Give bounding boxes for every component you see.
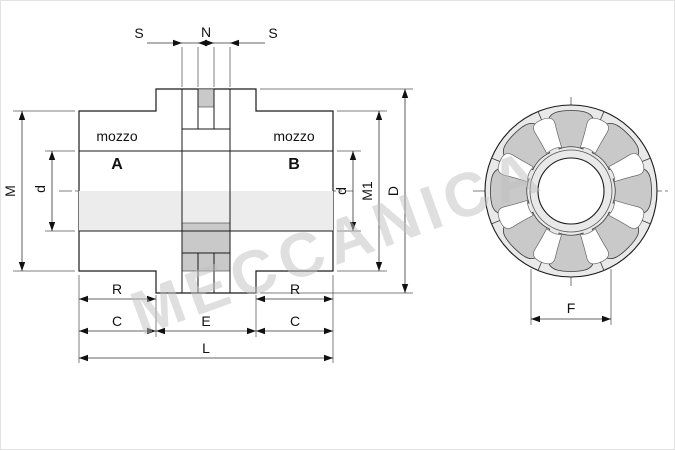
dim-label-m1: M1 [359, 181, 375, 201]
dim-label-c-left: C [112, 313, 122, 329]
dim-label-e: E [201, 313, 210, 329]
hub-b-label: mozzo [273, 128, 314, 144]
dim-label-f: F [567, 300, 576, 316]
side-view: mozzo A mozzo B S N S M d [2, 24, 413, 363]
dim-label-l: L [202, 340, 210, 356]
dim-label-s-left: S [134, 25, 143, 41]
dim-label-r-right: R [290, 281, 300, 297]
bottom-dimension-group: R R C E C L [78, 275, 334, 363]
hub-a-label: mozzo [96, 128, 137, 144]
jaw-detail [181, 89, 231, 293]
dim-label-big-d: D [385, 186, 401, 196]
hub-a-letter: A [111, 156, 123, 173]
dim-label-s-right: S [268, 25, 277, 41]
f-dimension-group: F [530, 269, 612, 325]
dim-label-m: M [2, 185, 18, 197]
hub-b-letter: B [288, 156, 300, 173]
left-dimension-group: M d [2, 110, 75, 272]
spider-tooth-section [197, 88, 215, 108]
dim-label-n: N [201, 24, 211, 40]
dim-label-d-left: d [32, 185, 48, 193]
top-dimension-group: S N S [134, 24, 278, 87]
dim-label-d-right: d [333, 187, 349, 195]
spider [484, 104, 658, 278]
right-dimension-group: d M1 D [260, 88, 413, 294]
dim-label-r-left: R [112, 281, 122, 297]
front-view: F [473, 97, 669, 325]
bore-circle [537, 157, 605, 225]
dim-label-c-right: C [290, 313, 300, 329]
